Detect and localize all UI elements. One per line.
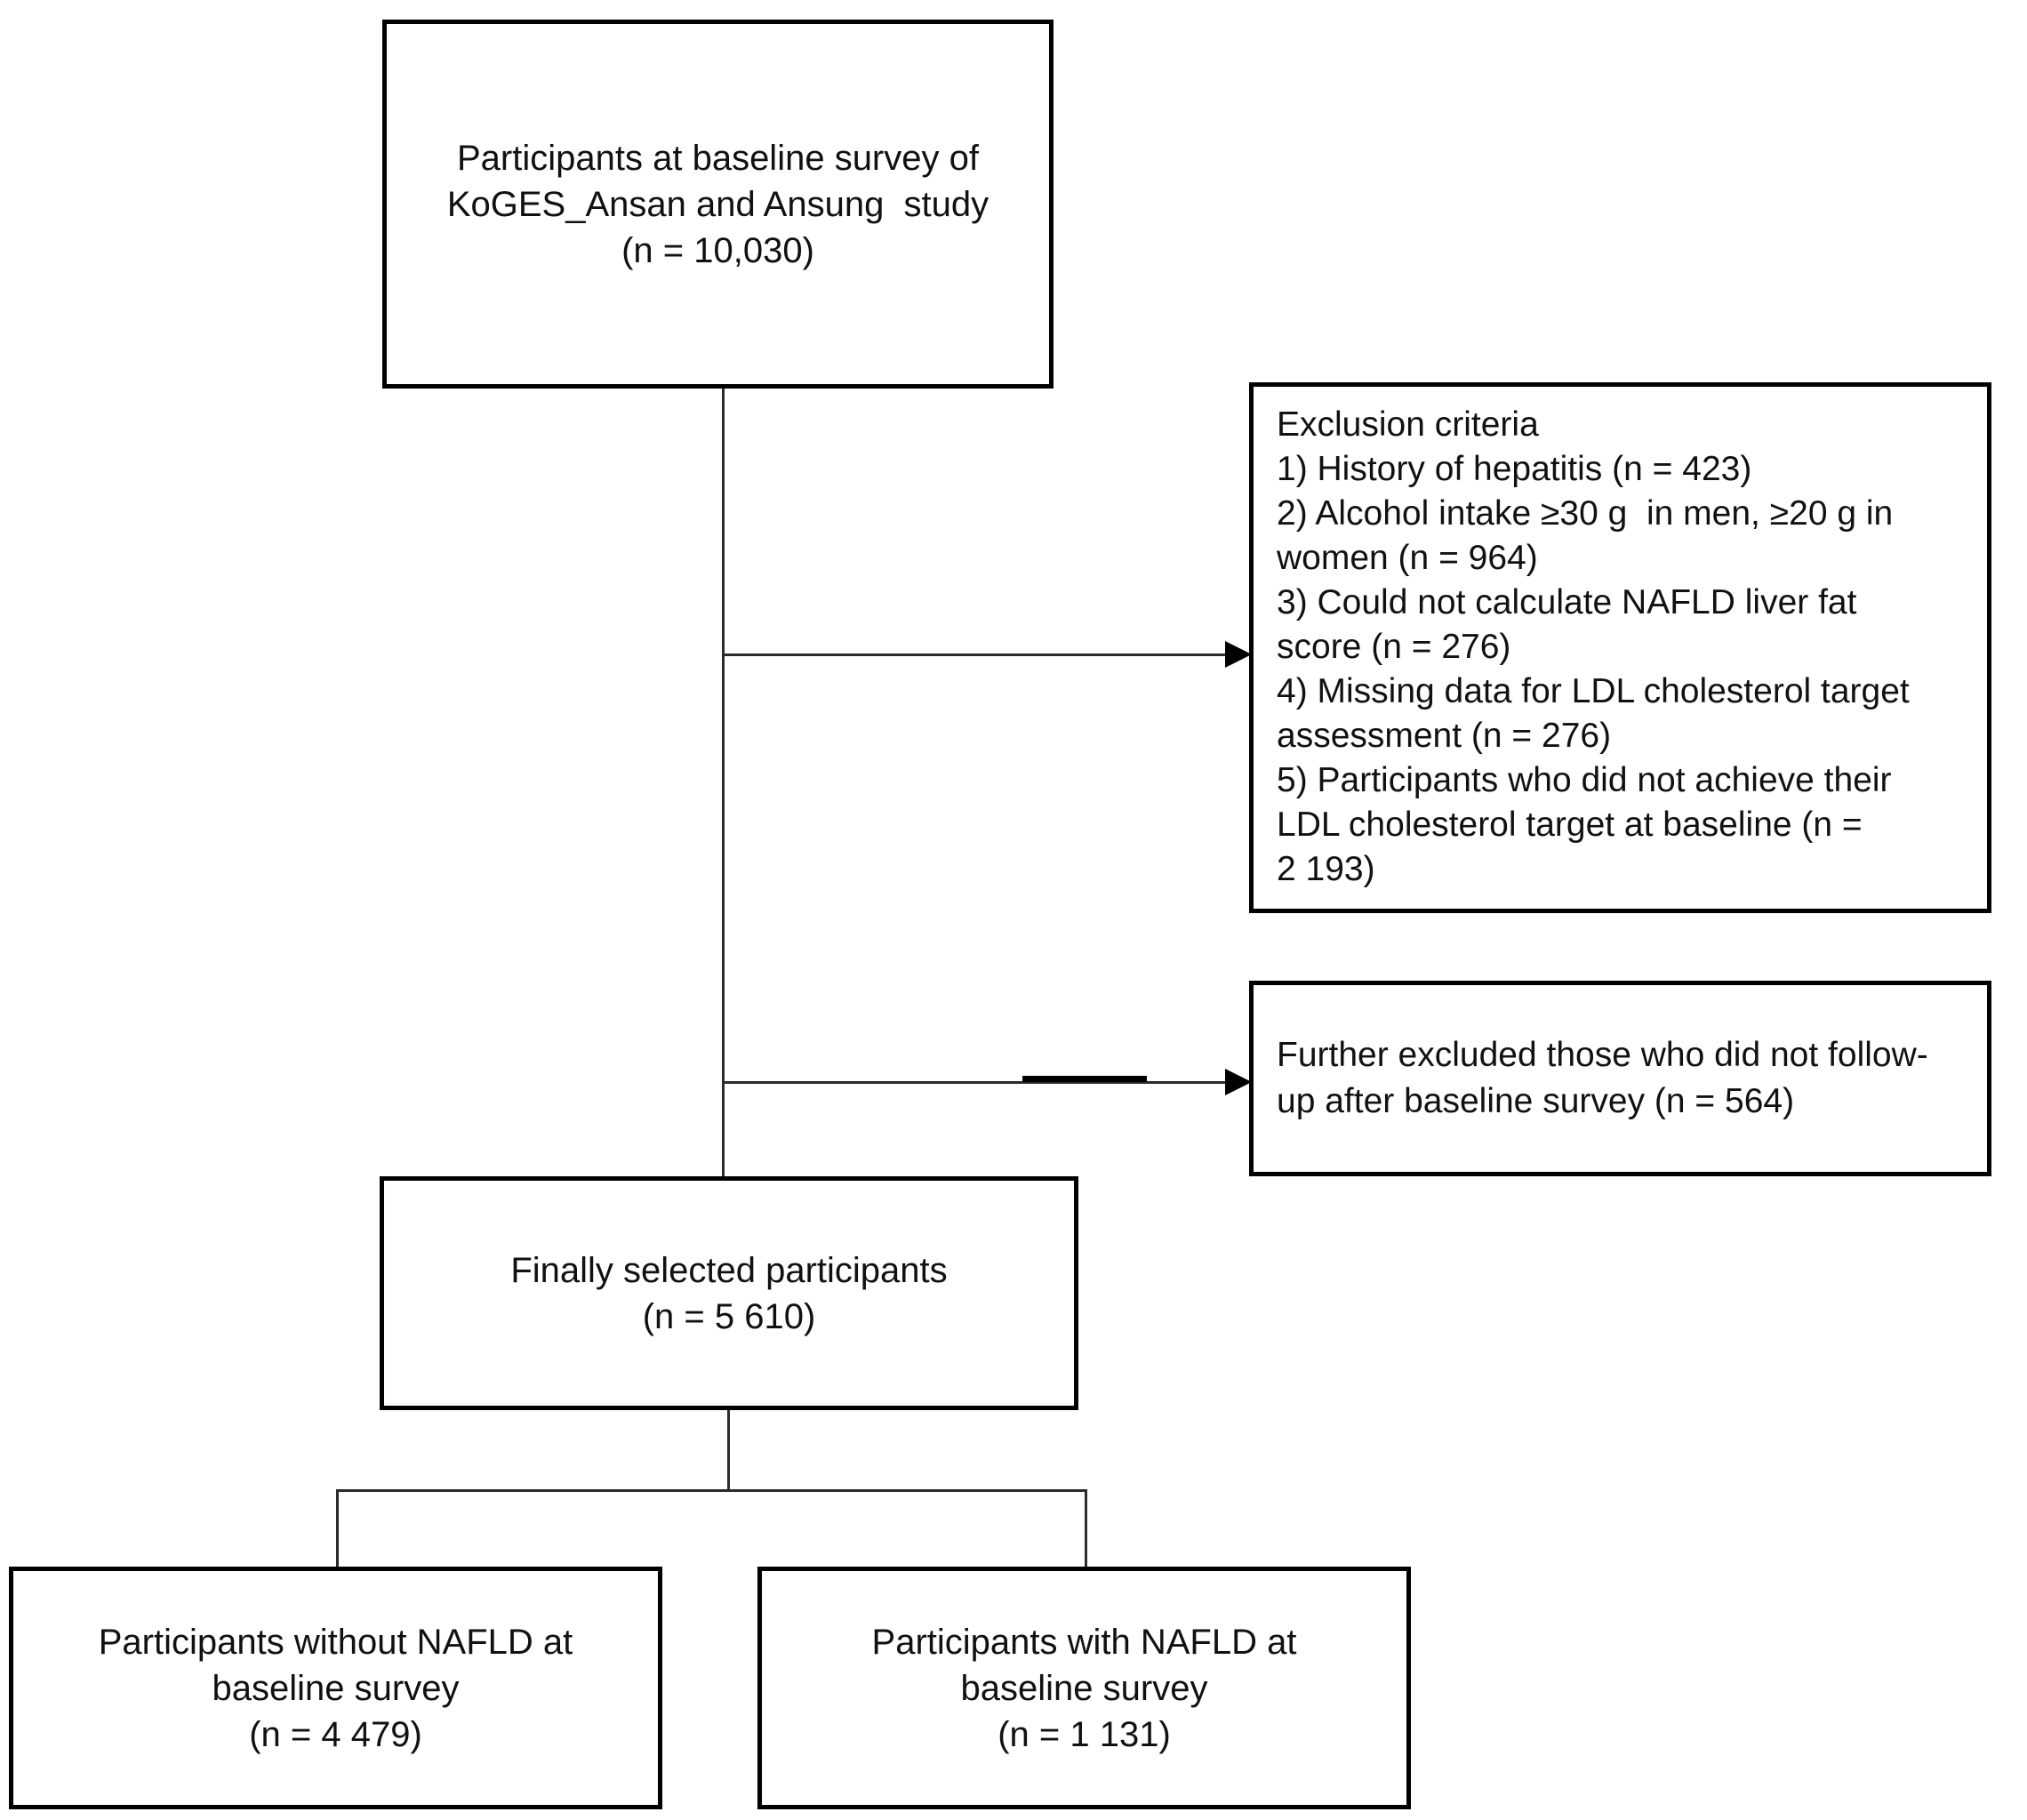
box-further-excluded: Further excluded those who did not follo…	[1249, 981, 1991, 1176]
text-line: Exclusion criteria	[1277, 405, 1539, 444]
connector-main-vertical	[722, 389, 725, 1176]
text-line: (n = 4 479)	[249, 1714, 422, 1754]
connector-exclusion-arrow	[722, 653, 1225, 656]
connector-followup-dash	[1022, 1076, 1147, 1082]
text-line: KoGES_Ansan and Ansung study	[446, 184, 989, 224]
box-baseline-participants: Participants at baseline survey of KoGES_…	[382, 20, 1054, 389]
text-line: 3) Could not calculate NAFLD liver fat	[1277, 583, 1857, 621]
text-line: baseline survey	[960, 1668, 1208, 1708]
box-exclusion-criteria: Exclusion criteria 1) History of hepatiti…	[1249, 382, 1991, 913]
text-line: LDL cholesterol target at baseline (n =	[1277, 806, 1863, 844]
text-line: 2) Alcohol intake ≥30 g in men, ≥20 g in	[1277, 494, 1894, 533]
box-with-nafld: Participants with NAFLD at baseline surve…	[757, 1567, 1411, 1809]
connector-branch-left	[336, 1489, 339, 1567]
arrowhead-exclusion	[1225, 641, 1252, 668]
text-line: (n = 1 131)	[997, 1714, 1171, 1754]
connector-final-stub	[727, 1410, 730, 1491]
text-line: 4) Missing data for LDL cholesterol targ…	[1277, 672, 1910, 710]
text-line: up after baseline survey (n = 564)	[1277, 1082, 1795, 1120]
arrowhead-followup	[1225, 1069, 1252, 1095]
box-finally-selected: Finally selected participants (n = 5 610)	[380, 1176, 1078, 1410]
connector-followup-arrow	[722, 1081, 1225, 1084]
connector-branch-right	[1085, 1489, 1087, 1567]
text-line: score (n = 276)	[1277, 628, 1511, 666]
text-line: Further excluded those who did not follo…	[1277, 1036, 1928, 1074]
text-line: (n = 10,030)	[621, 230, 814, 270]
text-line: baseline survey	[212, 1668, 460, 1708]
text-line: 2 193)	[1277, 850, 1375, 888]
text-line: Participants at baseline survey of	[457, 138, 979, 178]
text-line: 1) History of hepatitis (n = 423)	[1277, 450, 1752, 488]
text-line: Finally selected participants	[510, 1250, 948, 1290]
text-line: women (n = 964)	[1277, 539, 1538, 577]
text-line: assessment (n = 276)	[1277, 717, 1612, 755]
text-line: 5) Participants who did not achieve thei…	[1277, 761, 1892, 799]
text-line: (n = 5 610)	[642, 1296, 816, 1336]
box-without-nafld: Participants without NAFLD at baseline su…	[9, 1567, 662, 1809]
connector-branch-horizontal	[336, 1489, 1087, 1492]
text-line: Participants with NAFLD at	[871, 1622, 1297, 1662]
text-line: Participants without NAFLD at	[98, 1622, 573, 1662]
